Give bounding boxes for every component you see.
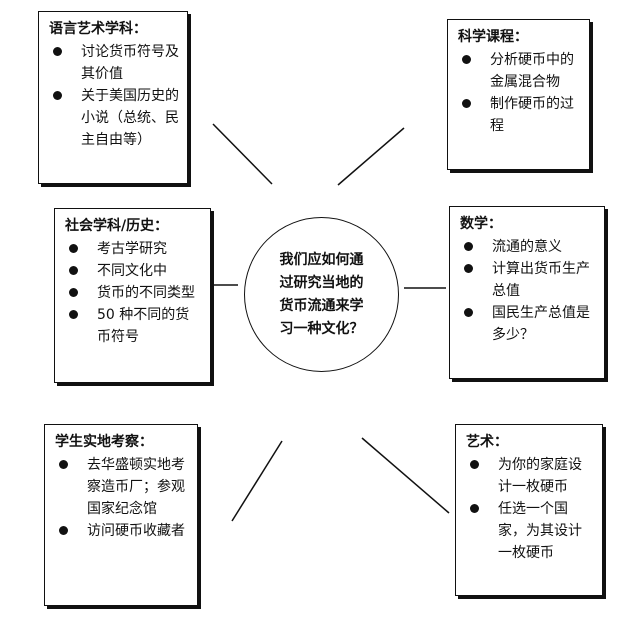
bullet-icon (470, 504, 479, 513)
bullet-icon (69, 288, 78, 297)
bullet-icon (464, 308, 473, 317)
box-title: 学生实地考察： (55, 434, 153, 450)
box-title: 语言艺术学科： (49, 21, 147, 37)
bullet-icon (470, 460, 479, 469)
box-social-studies: 社会学科/历史： 考古学研究 不同文化中 货币的不同类型 50 种不同的货币符号 (54, 208, 211, 383)
list-item: 50 种不同的货币符号 (65, 304, 202, 348)
connector-language-arts (212, 123, 273, 185)
box-title: 数学： (460, 216, 502, 232)
list-item: 访问硬币收藏者 (55, 520, 189, 542)
bullet-icon (464, 264, 473, 273)
list-item: 任选一个国家，为其设计一枚硬币 (466, 498, 594, 564)
central-question-circle: 我们应如何通 过研究当地的 货币流通来学 习一种文化？ (244, 217, 399, 372)
bullet-icon (69, 266, 78, 275)
box-title: 艺术： (466, 434, 508, 450)
connector-science (337, 127, 405, 186)
bullet-icon (53, 47, 62, 56)
bullet-icon (53, 91, 62, 100)
list-item: 制作硬币的过程 (458, 93, 581, 137)
list-item: 考古学研究 (65, 238, 202, 260)
list-item: 为你的家庭设计一枚硬币 (466, 454, 594, 498)
connector-field-trip (231, 440, 283, 522)
list-item: 分析硬币中的金属混合物 (458, 49, 581, 93)
list-item: 不同文化中 (65, 260, 202, 282)
box-field-trip: 学生实地考察： 去华盛顿实地考察造币厂；参观国家纪念馆 访问硬币收藏者 (44, 424, 198, 606)
list-item: 国民生产总值是多少？ (460, 302, 596, 346)
bullet-icon (462, 99, 471, 108)
bullet-icon (69, 310, 78, 319)
list-item: 去华盛顿实地考察造币厂；参观国家纪念馆 (55, 454, 189, 520)
box-title: 社会学科/历史： (65, 218, 169, 234)
list-item: 货币的不同类型 (65, 282, 202, 304)
list-item: 计算出货币生产总值 (460, 258, 596, 302)
bullet-icon (59, 460, 68, 469)
bullet-icon (464, 242, 473, 251)
list-item: 关于美国历史的小说（总统、民主自由等） (49, 85, 179, 151)
bullet-icon (462, 55, 471, 64)
box-art: 艺术： 为你的家庭设计一枚硬币 任选一个国家，为其设计一枚硬币 (455, 424, 603, 596)
box-language-arts: 语言艺术学科： 讨论货币符号及其价值 关于美国历史的小说（总统、民主自由等） (38, 11, 188, 184)
list-item: 流通的意义 (460, 236, 596, 258)
central-question: 我们应如何通 过研究当地的 货币流通来学 习一种文化？ (279, 251, 364, 337)
box-science: 科学课程： 分析硬币中的金属混合物 制作硬币的过程 (447, 19, 590, 170)
box-title: 科学课程： (458, 29, 528, 45)
list-item: 讨论货币符号及其价值 (49, 41, 179, 85)
bullet-icon (59, 526, 68, 535)
box-math: 数学： 流通的意义 计算出货币生产总值 国民生产总值是多少？ (449, 206, 605, 379)
connector-art (361, 437, 450, 514)
bullet-icon (69, 244, 78, 253)
